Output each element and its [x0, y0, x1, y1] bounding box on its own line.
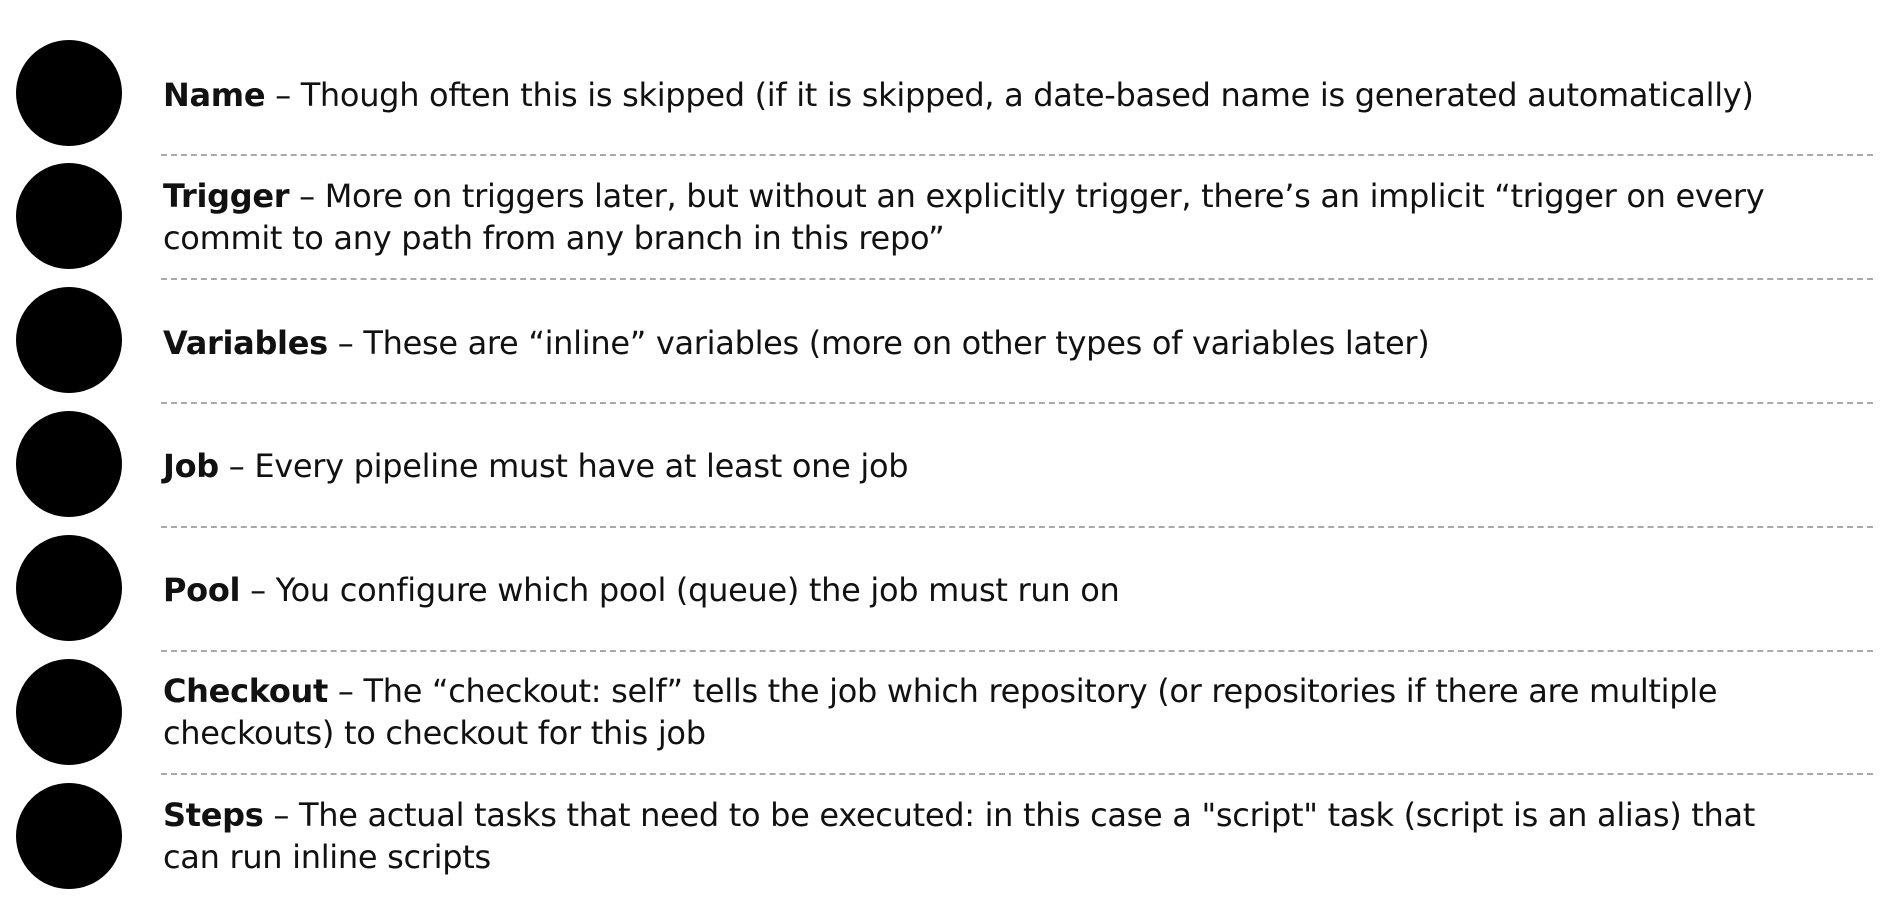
item-separator: – — [263, 796, 299, 834]
item-separator: – — [289, 177, 325, 215]
dashed-divider — [161, 773, 1873, 775]
bullet-circle — [16, 783, 122, 889]
item-separator: – — [328, 672, 364, 710]
dashed-divider — [161, 154, 1873, 156]
item-description: More on triggers later, but without an e… — [163, 177, 1765, 257]
item-term: Variables — [163, 324, 328, 362]
item-term: Pool — [163, 571, 241, 609]
list-item-checkout: Checkout – The “checkout: self” tells th… — [0, 639, 1889, 765]
item-separator: – — [240, 571, 276, 609]
item-separator: – — [265, 76, 301, 114]
list-item-variables: Variables – These are “inline” variables… — [0, 267, 1889, 393]
item-description: These are “inline” variables (more on ot… — [363, 324, 1430, 362]
bullet-circle — [16, 535, 122, 641]
item-description: The “checkout: self” tells the job which… — [163, 672, 1718, 752]
item-term: Job — [163, 447, 219, 485]
item-separator: – — [218, 447, 255, 485]
item-description: The actual tasks that need to be execute… — [163, 796, 1756, 876]
dashed-divider — [161, 402, 1873, 404]
item-text: Checkout – The “checkout: self” tells th… — [163, 670, 1803, 754]
item-description: Every pipeline must have at least one jo… — [254, 447, 909, 485]
list-item-trigger: Trigger – More on triggers later, but wi… — [0, 143, 1889, 269]
item-text: Trigger – More on triggers later, but wi… — [163, 175, 1803, 259]
item-term: Steps — [163, 796, 264, 834]
bullet-circle — [16, 659, 122, 765]
bullet-circle — [16, 287, 122, 393]
item-text: Variables – These are “inline” variables… — [163, 322, 1803, 364]
item-term: Trigger — [163, 177, 290, 215]
list-item-steps: Steps – The actual tasks that need to be… — [0, 763, 1889, 889]
list-item-job: Job – Every pipeline must have at least … — [0, 391, 1889, 517]
bullet-circle — [16, 411, 122, 517]
dashed-divider — [161, 278, 1873, 280]
item-description: You configure which pool (queue) the job… — [275, 571, 1120, 609]
item-term: Name — [163, 76, 266, 114]
bullet-circle — [16, 40, 122, 146]
bullet-circle — [16, 163, 122, 269]
item-term: Checkout — [163, 672, 329, 710]
item-text: Job – Every pipeline must have at least … — [163, 445, 1803, 487]
item-text: Steps – The actual tasks that need to be… — [163, 794, 1803, 878]
item-text: Name – Though often this is skipped (if … — [163, 74, 1803, 116]
dashed-divider — [161, 650, 1873, 652]
item-separator: – — [327, 324, 364, 362]
list-item-name: Name – Though often this is skipped (if … — [0, 20, 1889, 146]
dashed-divider — [161, 526, 1873, 528]
list-item-pool: Pool – You configure which pool (queue) … — [0, 515, 1889, 641]
item-text: Pool – You configure which pool (queue) … — [163, 569, 1803, 611]
item-description: Though often this is skipped (if it is s… — [300, 76, 1754, 114]
